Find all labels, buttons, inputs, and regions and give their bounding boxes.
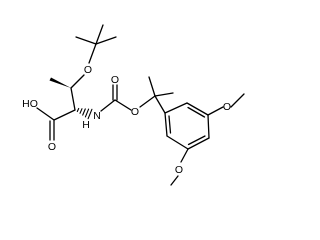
methoxy-oxygen-top-label: O (223, 101, 231, 113)
ring-bond-6 (164, 112, 168, 137)
amide-nitrogen-label: N (93, 110, 101, 122)
carbamate-ester-oxygen-label: O (131, 106, 139, 118)
bond-tbu-methyl-top (95, 24, 104, 45)
carbamate-carbonyl-oxygen-label: O (111, 74, 119, 86)
ring-bond-2 (186, 102, 209, 116)
bond-nitrogen-to-carbonyl (100, 99, 116, 112)
wedge-bond-beta-methyl (49, 77, 71, 88)
bond-carbonyl-to-ester-oxygen (114, 99, 132, 111)
hydroxyl-label: HO (22, 98, 38, 110)
bond-tbu-methyl-right (95, 36, 117, 45)
bond-tbu-methyl-left (75, 36, 97, 45)
bond-alpha-to-carboxyl-carbon (53, 109, 76, 121)
dimethoxyphenyl-ring (164, 102, 210, 150)
bond-ring-to-methoxy-oxygen-bottom (180, 148, 189, 163)
bond-oxygen-to-beta-carbon (70, 74, 85, 89)
bond-beta-to-alpha-carbon (70, 87, 76, 111)
bond-quaternary-to-aryl (154, 95, 166, 114)
bond-quaternary-methyl-right (154, 92, 174, 97)
bond-quaternary-methyl-up (148, 76, 156, 97)
ether-oxygen-label: O (84, 64, 92, 76)
ring-bond-3 (207, 114, 210, 139)
ring-bond-4 (187, 137, 210, 150)
ring-bond-4-inner (187, 135, 206, 146)
methoxy-oxygen-bottom-label: O (175, 164, 183, 176)
acid-carbonyl-oxygen-label: O (48, 141, 56, 153)
ring-bond-2-inner (187, 106, 206, 118)
structure-drawing: O HO O N H O O O O (22, 24, 245, 186)
ring-bond-1 (164, 102, 188, 114)
ring-bond-6-inner (168, 115, 172, 134)
bond-carboxyl-to-hydroxyl (36, 107, 55, 121)
atom-labels: O HO O N H O O O O (22, 64, 231, 176)
ring-bond-5 (166, 135, 189, 150)
methoxy-groups (170, 93, 245, 186)
tert-butyl-group (75, 24, 117, 64)
carbamate-group (100, 76, 174, 114)
hashed-wedge-alpha-to-nitrogen (76, 107, 93, 120)
amide-hydrogen-label: H (82, 119, 90, 131)
bond-ester-oxygen-to-quaternary (139, 95, 156, 108)
bond-tbu-quaternary-to-oxygen (88, 43, 97, 64)
bond-methoxy-top-methyl (230, 93, 245, 108)
bond-methoxy-bottom-methyl (170, 175, 179, 186)
threonine-backbone (36, 74, 93, 141)
bond-ring-to-methoxy-oxygen-top (207, 106, 224, 116)
